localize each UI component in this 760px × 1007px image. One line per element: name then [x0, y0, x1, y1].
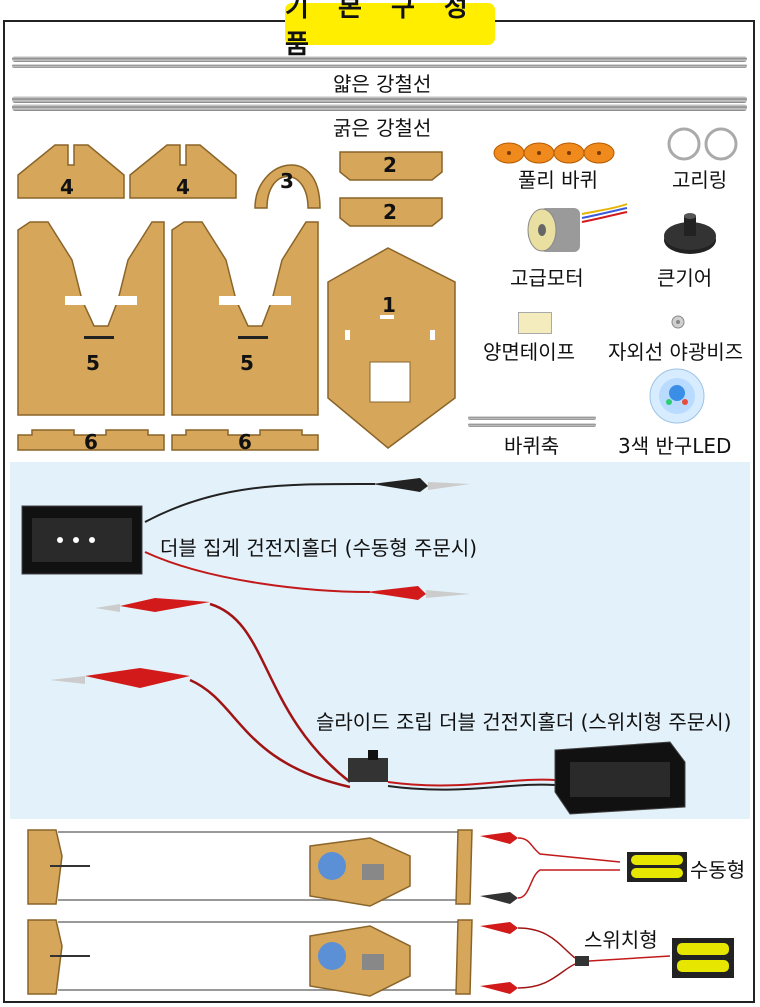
part-3-arch	[254, 164, 321, 209]
part-4-left	[17, 144, 125, 199]
cardboard-parts: 4 4 3 2 2 1 5 5 6 6	[17, 144, 456, 454]
part-number-1: 1	[382, 293, 396, 317]
thin-steel-wire-rod-1	[12, 56, 747, 62]
part-6-right	[171, 429, 319, 451]
pulley-wheel-label: 풀리 바퀴	[518, 168, 598, 192]
rings-image	[667, 127, 738, 161]
thick-steel-wire-rod-1	[12, 96, 747, 103]
page-title: 기 본 구 성 품	[285, 0, 495, 60]
three-color-led-image	[649, 368, 705, 424]
uv-glow-bead-image	[671, 315, 685, 329]
part-number-2a: 2	[383, 153, 397, 177]
part-4-right	[129, 144, 237, 199]
part-2-bottom	[339, 197, 443, 227]
uv-glow-bead-label: 자외선 야광비즈	[608, 340, 744, 364]
switch-type-label: 스위치형	[584, 928, 658, 952]
double-tape-label: 양면테이프	[483, 340, 575, 364]
thick-steel-wire-label: 굵은 강철선	[333, 116, 432, 140]
part-5-right	[171, 221, 319, 416]
pulley-wheels-image	[493, 142, 615, 164]
wheel-axle-label: 바퀴축	[504, 434, 560, 458]
double-tape-image	[518, 312, 552, 334]
big-gear-label: 큰기어	[657, 266, 713, 290]
part-2-top	[339, 151, 443, 181]
part-5-left	[17, 221, 165, 416]
part-number-2b: 2	[383, 200, 397, 224]
thin-steel-wire-label: 얇은 강철선	[333, 72, 432, 96]
part-6-left	[17, 429, 165, 451]
part-number-5a: 5	[86, 351, 100, 375]
part-number-3: 3	[280, 169, 294, 193]
assembled-examples-image	[27, 829, 734, 997]
ring-label: 고리링	[672, 168, 728, 192]
big-gear-image	[664, 213, 716, 254]
thick-steel-wire-rod-2	[12, 104, 747, 111]
part-number-4a: 4	[60, 175, 74, 199]
part-number-6b: 6	[238, 430, 252, 454]
part-number-5b: 5	[240, 351, 254, 375]
wheel-axle-rod-2	[468, 423, 596, 427]
geared-motor-image	[527, 203, 628, 252]
slide-double-battery-holder-label: 슬라이드 조립 더블 건전지홀더 (스위치형 주문시)	[316, 710, 732, 734]
three-color-led-label: 3색 반구LED	[618, 434, 732, 458]
manual-type-label: 수동형	[690, 858, 746, 882]
part-1-base	[327, 247, 456, 449]
wheel-axle-rod-1	[468, 416, 596, 420]
battery-holders-image	[21, 478, 686, 815]
part-number-6a: 6	[84, 430, 98, 454]
double-clip-battery-holder-label: 더블 집게 건전지홀더 (수동형 주문시)	[160, 536, 478, 560]
thin-steel-wire-rod-2	[12, 64, 747, 68]
part-number-4b: 4	[176, 175, 190, 199]
geared-motor-label: 고급모터	[510, 266, 584, 290]
